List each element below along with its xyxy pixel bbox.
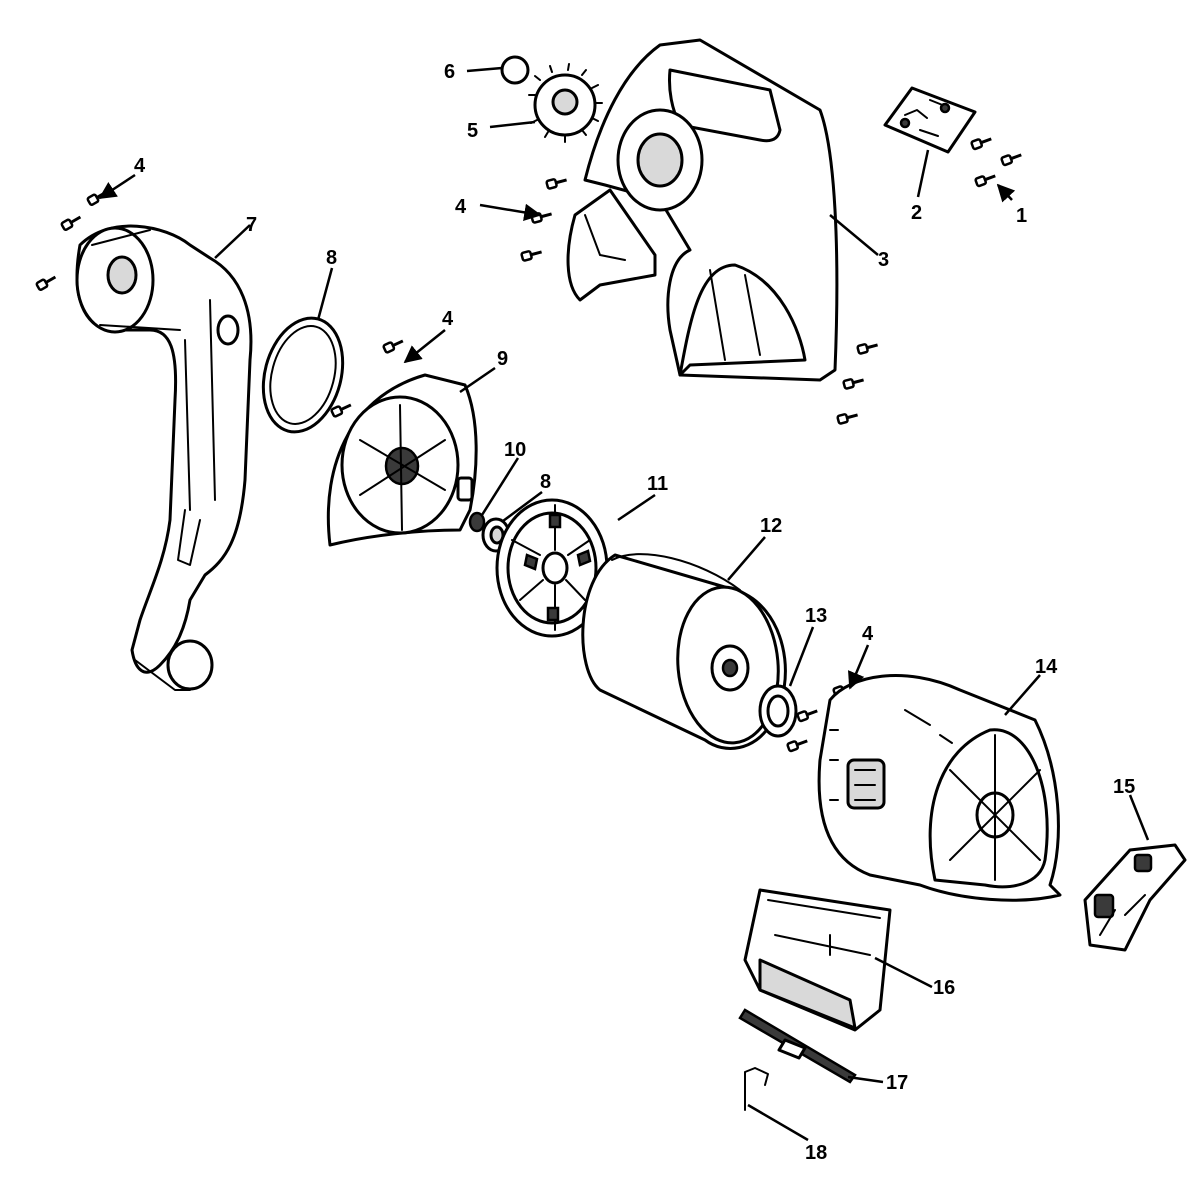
callout-10: 10 bbox=[504, 439, 526, 461]
callout-8-washer: 8 bbox=[540, 471, 551, 493]
callout-18: 18 bbox=[805, 1142, 827, 1164]
part-5-gear bbox=[528, 63, 603, 143]
callout-4-cover: 4 bbox=[455, 196, 467, 218]
callout-labels: 1 2 3 4 4 4 4 5 6 7 8 8 9 10 11 12 13 14… bbox=[134, 61, 1135, 1164]
part-18-spring-clip bbox=[744, 1067, 769, 1111]
callout-15: 15 bbox=[1113, 776, 1135, 798]
part-12-motor bbox=[581, 553, 787, 750]
callout-17: 17 bbox=[886, 1072, 908, 1094]
callout-2: 2 bbox=[911, 202, 922, 224]
part-2-circuit-board bbox=[883, 86, 977, 154]
callout-13: 13 bbox=[805, 605, 827, 627]
callout-16: 16 bbox=[933, 977, 955, 999]
callout-9: 9 bbox=[497, 348, 508, 370]
part-10-bearing bbox=[468, 511, 486, 533]
callout-14: 14 bbox=[1035, 656, 1058, 678]
part-14-motor-housing bbox=[817, 674, 1062, 902]
leader-lines bbox=[98, 66, 1150, 1142]
part-11-fan-wheel bbox=[495, 498, 609, 638]
callout-6: 6 bbox=[444, 61, 455, 83]
screw-set-board bbox=[969, 133, 1025, 188]
part-3-cover bbox=[566, 38, 839, 382]
callout-11: 11 bbox=[647, 473, 668, 495]
part-7-handle-arm bbox=[75, 224, 253, 691]
part-16-bracket bbox=[743, 888, 892, 1032]
part-8-seal-ring bbox=[261, 316, 345, 434]
part-9-housing-plate bbox=[326, 335, 478, 547]
callout-4-housing: 4 bbox=[862, 623, 874, 645]
callout-4-plate: 4 bbox=[442, 308, 454, 330]
callout-4-upper-left: 4 bbox=[134, 155, 146, 177]
callout-12: 12 bbox=[760, 515, 782, 537]
callout-3: 3 bbox=[878, 249, 889, 271]
part-17-brush-strip bbox=[738, 1008, 857, 1084]
callout-7: 7 bbox=[246, 214, 257, 236]
part-13-retaining-ring bbox=[758, 684, 798, 738]
callout-1: 1 bbox=[1016, 205, 1027, 227]
callout-8-ring: 8 bbox=[326, 247, 337, 269]
callout-5: 5 bbox=[467, 120, 478, 142]
part-15-switch bbox=[1083, 843, 1187, 952]
part-6-knob bbox=[500, 55, 530, 85]
